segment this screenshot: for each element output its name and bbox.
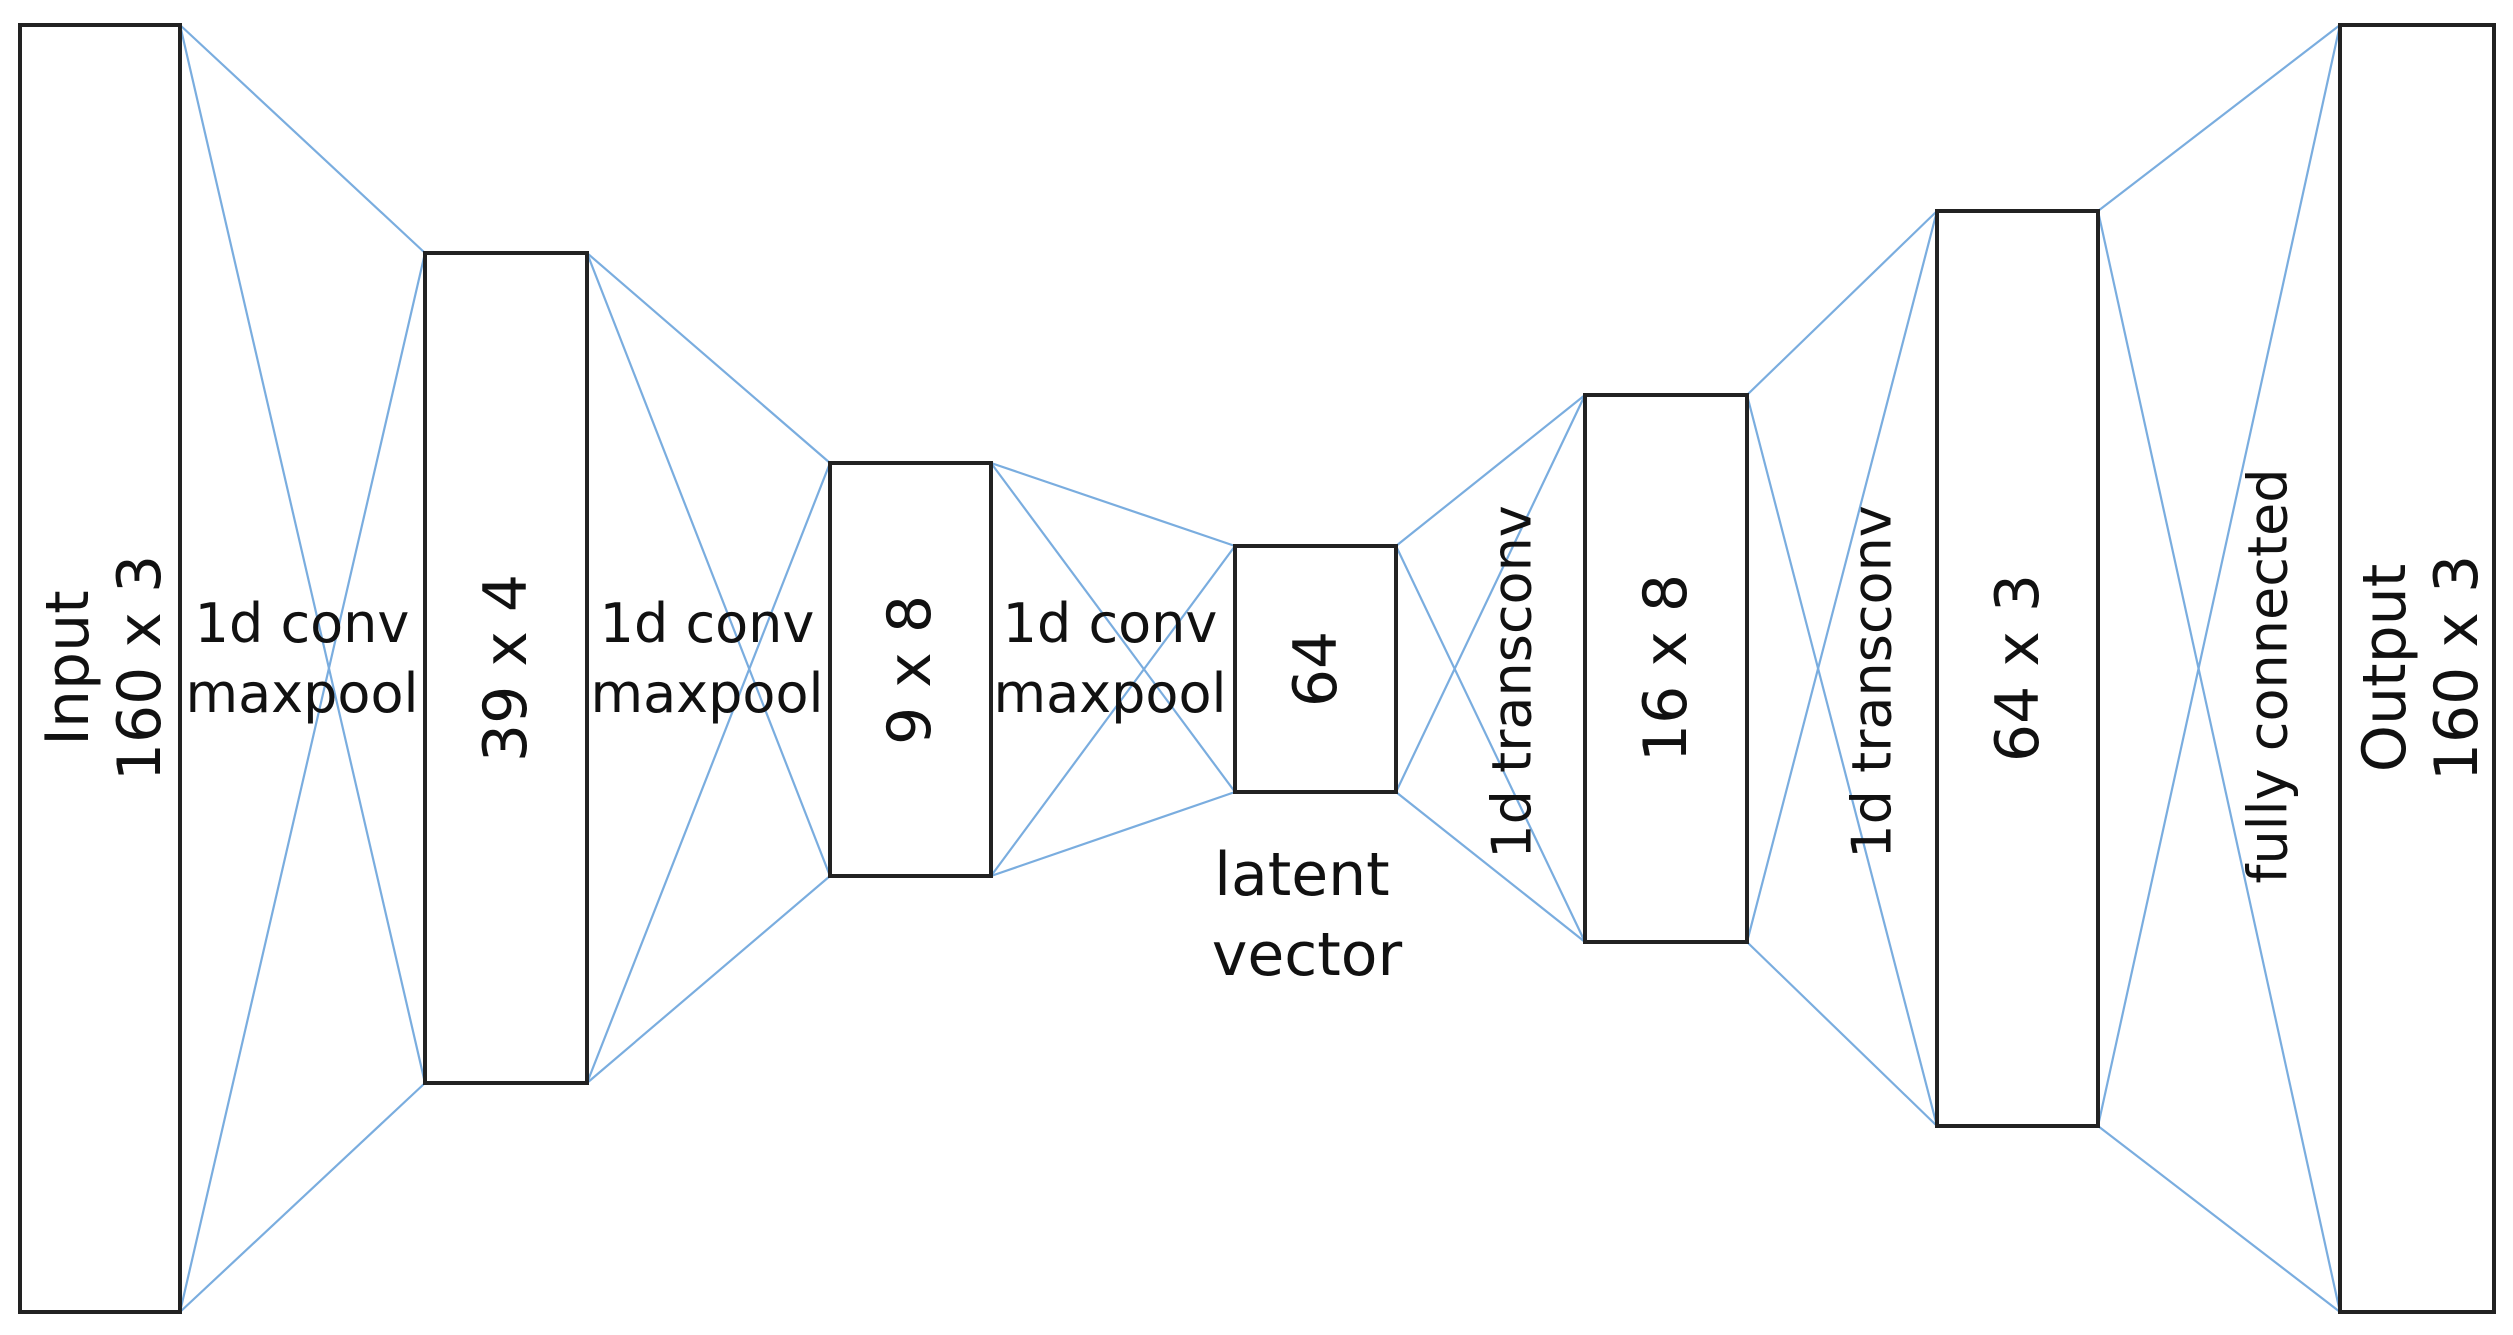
- latent-layer-label: 64: [1281, 631, 1351, 707]
- connection-line: [990, 462, 1236, 793]
- connection-line: [2096, 24, 2342, 1127]
- operation-label: 1d conv: [600, 592, 815, 655]
- operation-label: 1d conv: [195, 592, 410, 655]
- connection-line: [1395, 394, 1586, 793]
- latent-caption-line-2: vector: [1212, 920, 1403, 990]
- connection-line: [1746, 941, 1938, 1127]
- connection-line: [990, 790, 1236, 878]
- operation-label: fully connected: [2237, 468, 2300, 883]
- operation-label: maxpool: [185, 662, 418, 725]
- connection-line: [585, 462, 832, 1084]
- layer-boxes: [18, 23, 2496, 1314]
- latent-layer-box: [1233, 544, 1398, 794]
- connection-line: [1745, 394, 1939, 1127]
- operation-labels: 1d conv maxpool 1d conv maxpool 1d conv …: [185, 468, 2299, 883]
- connection-line: [2097, 1125, 2341, 1313]
- connection-line: [1395, 791, 1586, 943]
- connection-line: [990, 545, 1236, 877]
- connection-line: [586, 875, 831, 1084]
- decoder-layer-1-box: [1583, 393, 1749, 944]
- connection-line: [178, 24, 427, 1084]
- operation-label: maxpool: [993, 662, 1226, 725]
- connection-line: [2097, 24, 2341, 212]
- encoder-layer-2-label: 9 x 8: [875, 595, 945, 745]
- operation-label: 1d transconv: [1481, 505, 1544, 859]
- connection-line: [586, 252, 831, 464]
- connection-line: [2096, 210, 2342, 1313]
- connection-line: [585, 252, 832, 877]
- connection-line: [1745, 210, 1939, 943]
- operation-label: 1d transconv: [1841, 505, 1904, 859]
- input-label: Input: [33, 590, 103, 745]
- connection-line: [179, 1082, 426, 1313]
- input-layer-box: [18, 23, 182, 1314]
- encoder-layer-2-box: [828, 461, 993, 878]
- connection-line: [1395, 394, 1586, 547]
- decoder-layer-2-box: [1935, 209, 2100, 1128]
- connection-line: [179, 24, 426, 254]
- input-shape-label: 160 x 3: [105, 555, 175, 781]
- layer-labels: Input 160 x 3 39 x 4 9 x 8 64 16 x 8 64 …: [33, 555, 2492, 781]
- decoder-layer-2-label: 64 x 3: [1983, 574, 2053, 762]
- output-layer-box: [2338, 23, 2496, 1314]
- connection-line: [1746, 210, 1938, 396]
- latent-caption-line-1: latent: [1214, 840, 1389, 910]
- connection-line: [1395, 545, 1586, 943]
- output-shape-label: 160 x 3: [2422, 555, 2492, 781]
- output-label: Output: [2350, 564, 2420, 772]
- connection-line: [178, 252, 427, 1313]
- encoder-layer-1-label: 39 x 4: [471, 574, 541, 762]
- connection-lines: [178, 24, 2342, 1313]
- decoder-layer-1-label: 16 x 8: [1631, 574, 1701, 762]
- operation-label: 1d conv: [1003, 592, 1218, 655]
- latent-caption: latent vector: [1212, 840, 1403, 990]
- connection-line: [990, 461, 1236, 548]
- encoder-layer-1-box: [423, 251, 589, 1085]
- operation-label: maxpool: [590, 662, 823, 725]
